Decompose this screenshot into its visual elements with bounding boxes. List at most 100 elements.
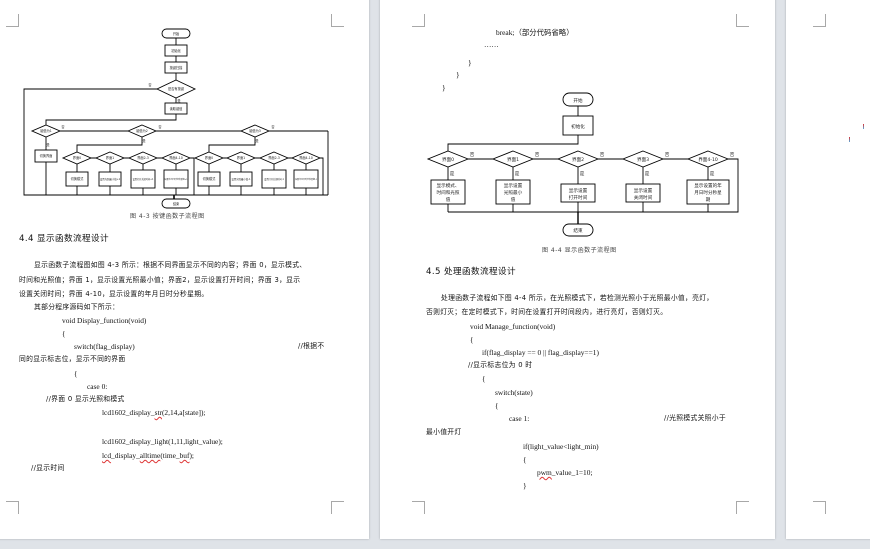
svg-text:是: 是 [515,171,520,177]
margin-corner-mark [813,14,826,27]
paragraph-line: 其部分程序源码如下所示： [34,303,120,311]
margin-corner-mark [412,501,425,514]
svg-text:是: 是 [255,138,259,143]
code-line: { [482,374,486,383]
figure-caption: 图 4-3 按键函数子流程图 [130,213,205,220]
svg-text:界面2-3: 界面2-3 [137,156,149,160]
svg-text:是: 是 [580,171,585,177]
svg-text:关闭时间: 关闭时间 [634,194,653,201]
spellcheck-mark [863,124,864,129]
paragraph-line: 否则灯灭；在定时模式下，时间在设置打开时间段内，进行亮灯，否则灯灭。 [426,308,668,316]
svg-text:键值为3: 键值为3 [249,128,261,133]
margin-corner-mark [331,501,344,514]
code-line: { [470,335,474,344]
svg-text:否: 否 [600,152,605,158]
svg-text:值: 值 [446,196,451,203]
margin-corner-mark [331,14,344,27]
svg-text:显示设置的年: 显示设置的年 [694,182,722,189]
code-line: lcd_display_alltime(time_buf); [102,451,194,460]
svg-text:按键扫描: 按键扫描 [170,65,184,70]
margin-corner-mark [736,501,749,514]
code-line: void Manage_function(void) [470,322,556,331]
margin-corner-mark [6,501,19,514]
display-function-flowchart: 开始 初始化 界面0 界面1 界面2 界面3 界面4-10 显示模式、 时间和光… [426,92,739,237]
svg-text:否: 否 [158,125,162,129]
svg-text:值: 值 [511,196,516,203]
svg-text:打开时间: 打开时间 [569,194,588,201]
svg-text:否: 否 [470,152,475,158]
svg-text:显示设置: 显示设置 [634,187,653,194]
code-line: case 0: [87,382,108,391]
svg-text:是: 是 [46,142,50,147]
spellcheck-mark [849,137,850,142]
paragraph-line: 显示函数子流程图如图 4-3 所示：根据不同界面显示不同的内容；界面 0，显示模… [34,261,307,269]
key-function-flowchart: 开始 初始化 按键扫描 是否有按键 读取键值 键值为1 键值为2 键值为3 切换… [23,28,329,209]
svg-text:切换界面: 切换界面 [40,153,53,158]
svg-text:界面3: 界面3 [637,157,649,163]
code-line: lcd1602_display_str(2,14,a[state]); [102,408,206,417]
figure-caption: 图 4-4 显示函数子流程图 [542,247,617,254]
svg-text:设置光照最小值-1: 设置光照最小值-1 [231,177,251,181]
svg-text:显示模式、: 显示模式、 [437,182,460,189]
margin-corner-mark [813,501,826,514]
document-page-3 [786,0,870,539]
svg-text:切换模式: 切换模式 [203,176,217,181]
svg-text:界面0: 界面0 [442,157,454,163]
code-line: …… [484,40,499,49]
svg-text:读取键值: 读取键值 [170,106,184,111]
code-line: { [523,455,527,464]
section-heading: 4.5 处理函数流程设计 [426,267,516,277]
svg-text:界面1: 界面1 [106,156,114,160]
code-comment: 最小值开灯 [426,428,462,436]
svg-text:是: 是 [450,171,455,177]
svg-text:否: 否 [148,83,152,87]
svg-text:是: 是 [142,138,146,143]
svg-text:界面0: 界面0 [205,156,213,160]
code-line: break;（部分代码省略） [496,28,574,37]
code-line: switch(flag_display) [74,342,135,351]
svg-text:初始化: 初始化 [171,48,181,53]
svg-text:月日时分秒星: 月日时分秒星 [694,189,722,196]
code-line: case 1: [509,414,530,423]
svg-text:是: 是 [177,98,181,103]
svg-text:否: 否 [61,125,65,129]
svg-text:界面2-3: 界面2-3 [268,156,280,160]
code-comment: //根据不 [298,342,325,350]
code-line: } [456,70,460,79]
svg-text:界面4-10: 界面4-10 [698,157,718,163]
svg-text:结束: 结束 [173,201,180,206]
svg-text:设置打开关闭时间-1: 设置打开关闭时间-1 [264,177,284,181]
svg-text:否: 否 [535,152,540,158]
code-comment: //显示标志位为 0 时 [468,361,533,369]
document-page-1: 开始 初始化 按键扫描 是否有按键 读取键值 键值为1 键值为2 键值为3 切换… [0,0,369,539]
margin-corner-mark [412,14,425,27]
svg-text:界面1: 界面1 [507,157,519,163]
code-line: lcd1602_display_light(1,11,light_value); [102,437,223,446]
svg-text:期: 期 [706,197,711,203]
svg-text:设置打开关闭时间+1: 设置打开关闭时间+1 [133,177,154,181]
svg-text:界面2: 界面2 [572,157,584,163]
svg-text:切换模式: 切换模式 [71,176,85,181]
svg-text:设置年月日时分秒星期+1: 设置年月日时分秒星期+1 [165,177,189,181]
svg-text:界面0: 界面0 [73,156,81,160]
code-comment: //显示时间 [31,464,65,472]
code-line: if(light_value<light_min) [523,442,599,451]
svg-text:设置光照最小值+1: 设置光照最小值+1 [100,177,121,181]
svg-text:否: 否 [665,152,670,158]
code-line: { [62,329,66,338]
svg-text:结束: 结束 [573,227,583,234]
svg-text:否: 否 [271,125,275,129]
code-line: void Display_function(void) [62,316,147,325]
svg-text:显示设置: 显示设置 [569,187,588,194]
svg-text:初始化: 初始化 [571,123,585,130]
svg-text:否: 否 [730,152,735,158]
svg-text:开始: 开始 [573,97,583,104]
paragraph-line: 处理函数子流程如下图 4-4 所示，在光照模式下，若检测光照小于光照最小值，亮灯… [441,294,714,302]
svg-text:是否有按键: 是否有按键 [168,86,185,91]
section-heading: 4.4 显示函数流程设计 [19,234,109,244]
svg-text:键值为1: 键值为1 [40,128,52,133]
margin-corner-mark [6,14,19,27]
code-line: pwm_value_1=10; [537,468,593,477]
code-line: switch(state) [495,388,533,397]
code-line: { [74,369,78,378]
